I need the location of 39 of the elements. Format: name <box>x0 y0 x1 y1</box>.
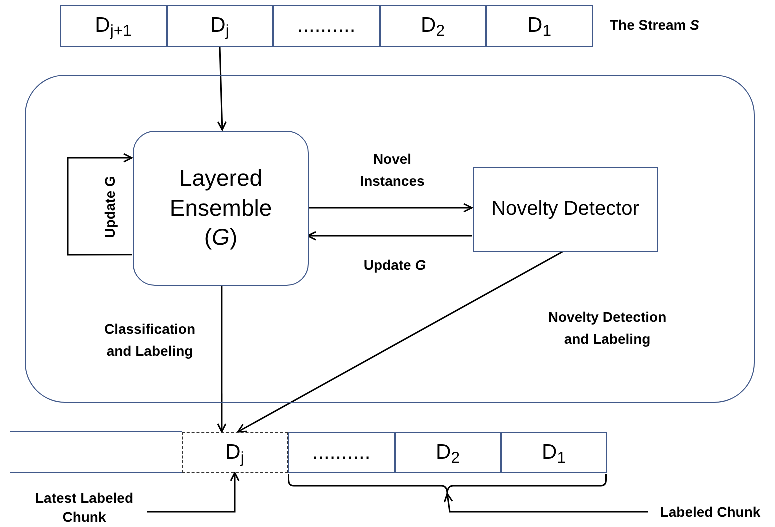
node-text: Layered Ensemble (G) <box>168 164 274 252</box>
node-text: Labeled Chunk <box>660 502 761 522</box>
curly-brace <box>288 474 607 494</box>
arrow <box>444 493 648 513</box>
node-text: D$_{1}$ <box>542 440 566 468</box>
node-text: D$_{1}$ <box>528 13 552 42</box>
stream-cell <box>486 5 593 47</box>
arrow <box>308 203 473 213</box>
node-text: .......... <box>312 440 371 466</box>
stream-cell <box>288 432 395 473</box>
node-text: .......... <box>297 13 356 40</box>
node-text: Novelty Detector <box>492 197 640 222</box>
stream-label: The Stream S <box>610 17 700 33</box>
edge-label: Update G <box>100 176 119 239</box>
stream-cell <box>60 5 167 47</box>
stream-cell <box>395 432 501 473</box>
edge-label: Novelty Detection and Labeling <box>547 308 668 349</box>
stream-cell <box>380 5 486 47</box>
arrow <box>307 231 472 241</box>
node-text: D$_{2}$ <box>421 13 445 42</box>
node-text: D$_{2}$ <box>436 440 460 468</box>
edge-label: Novel Instances <box>359 150 426 191</box>
arrow <box>217 46 227 131</box>
outer-rounded-box <box>25 75 755 403</box>
edge-label: Classification and Labeling <box>103 320 197 361</box>
node-text: Latest Labeled Chunk <box>34 489 135 527</box>
arrow <box>67 153 133 256</box>
stream-cell <box>501 432 607 473</box>
process-box <box>473 167 658 252</box>
node-text: D$_{j+1}$ <box>95 13 132 42</box>
arrow <box>147 472 240 513</box>
stream-cell <box>273 5 380 47</box>
process-box <box>133 131 309 286</box>
arrow <box>217 285 227 433</box>
node-text: D$_{j}$ <box>226 440 244 468</box>
stream-cell <box>167 5 273 47</box>
node-text: D$_{j}$ <box>210 13 230 42</box>
edge-label: Update G <box>364 256 426 275</box>
arrow <box>237 250 565 433</box>
